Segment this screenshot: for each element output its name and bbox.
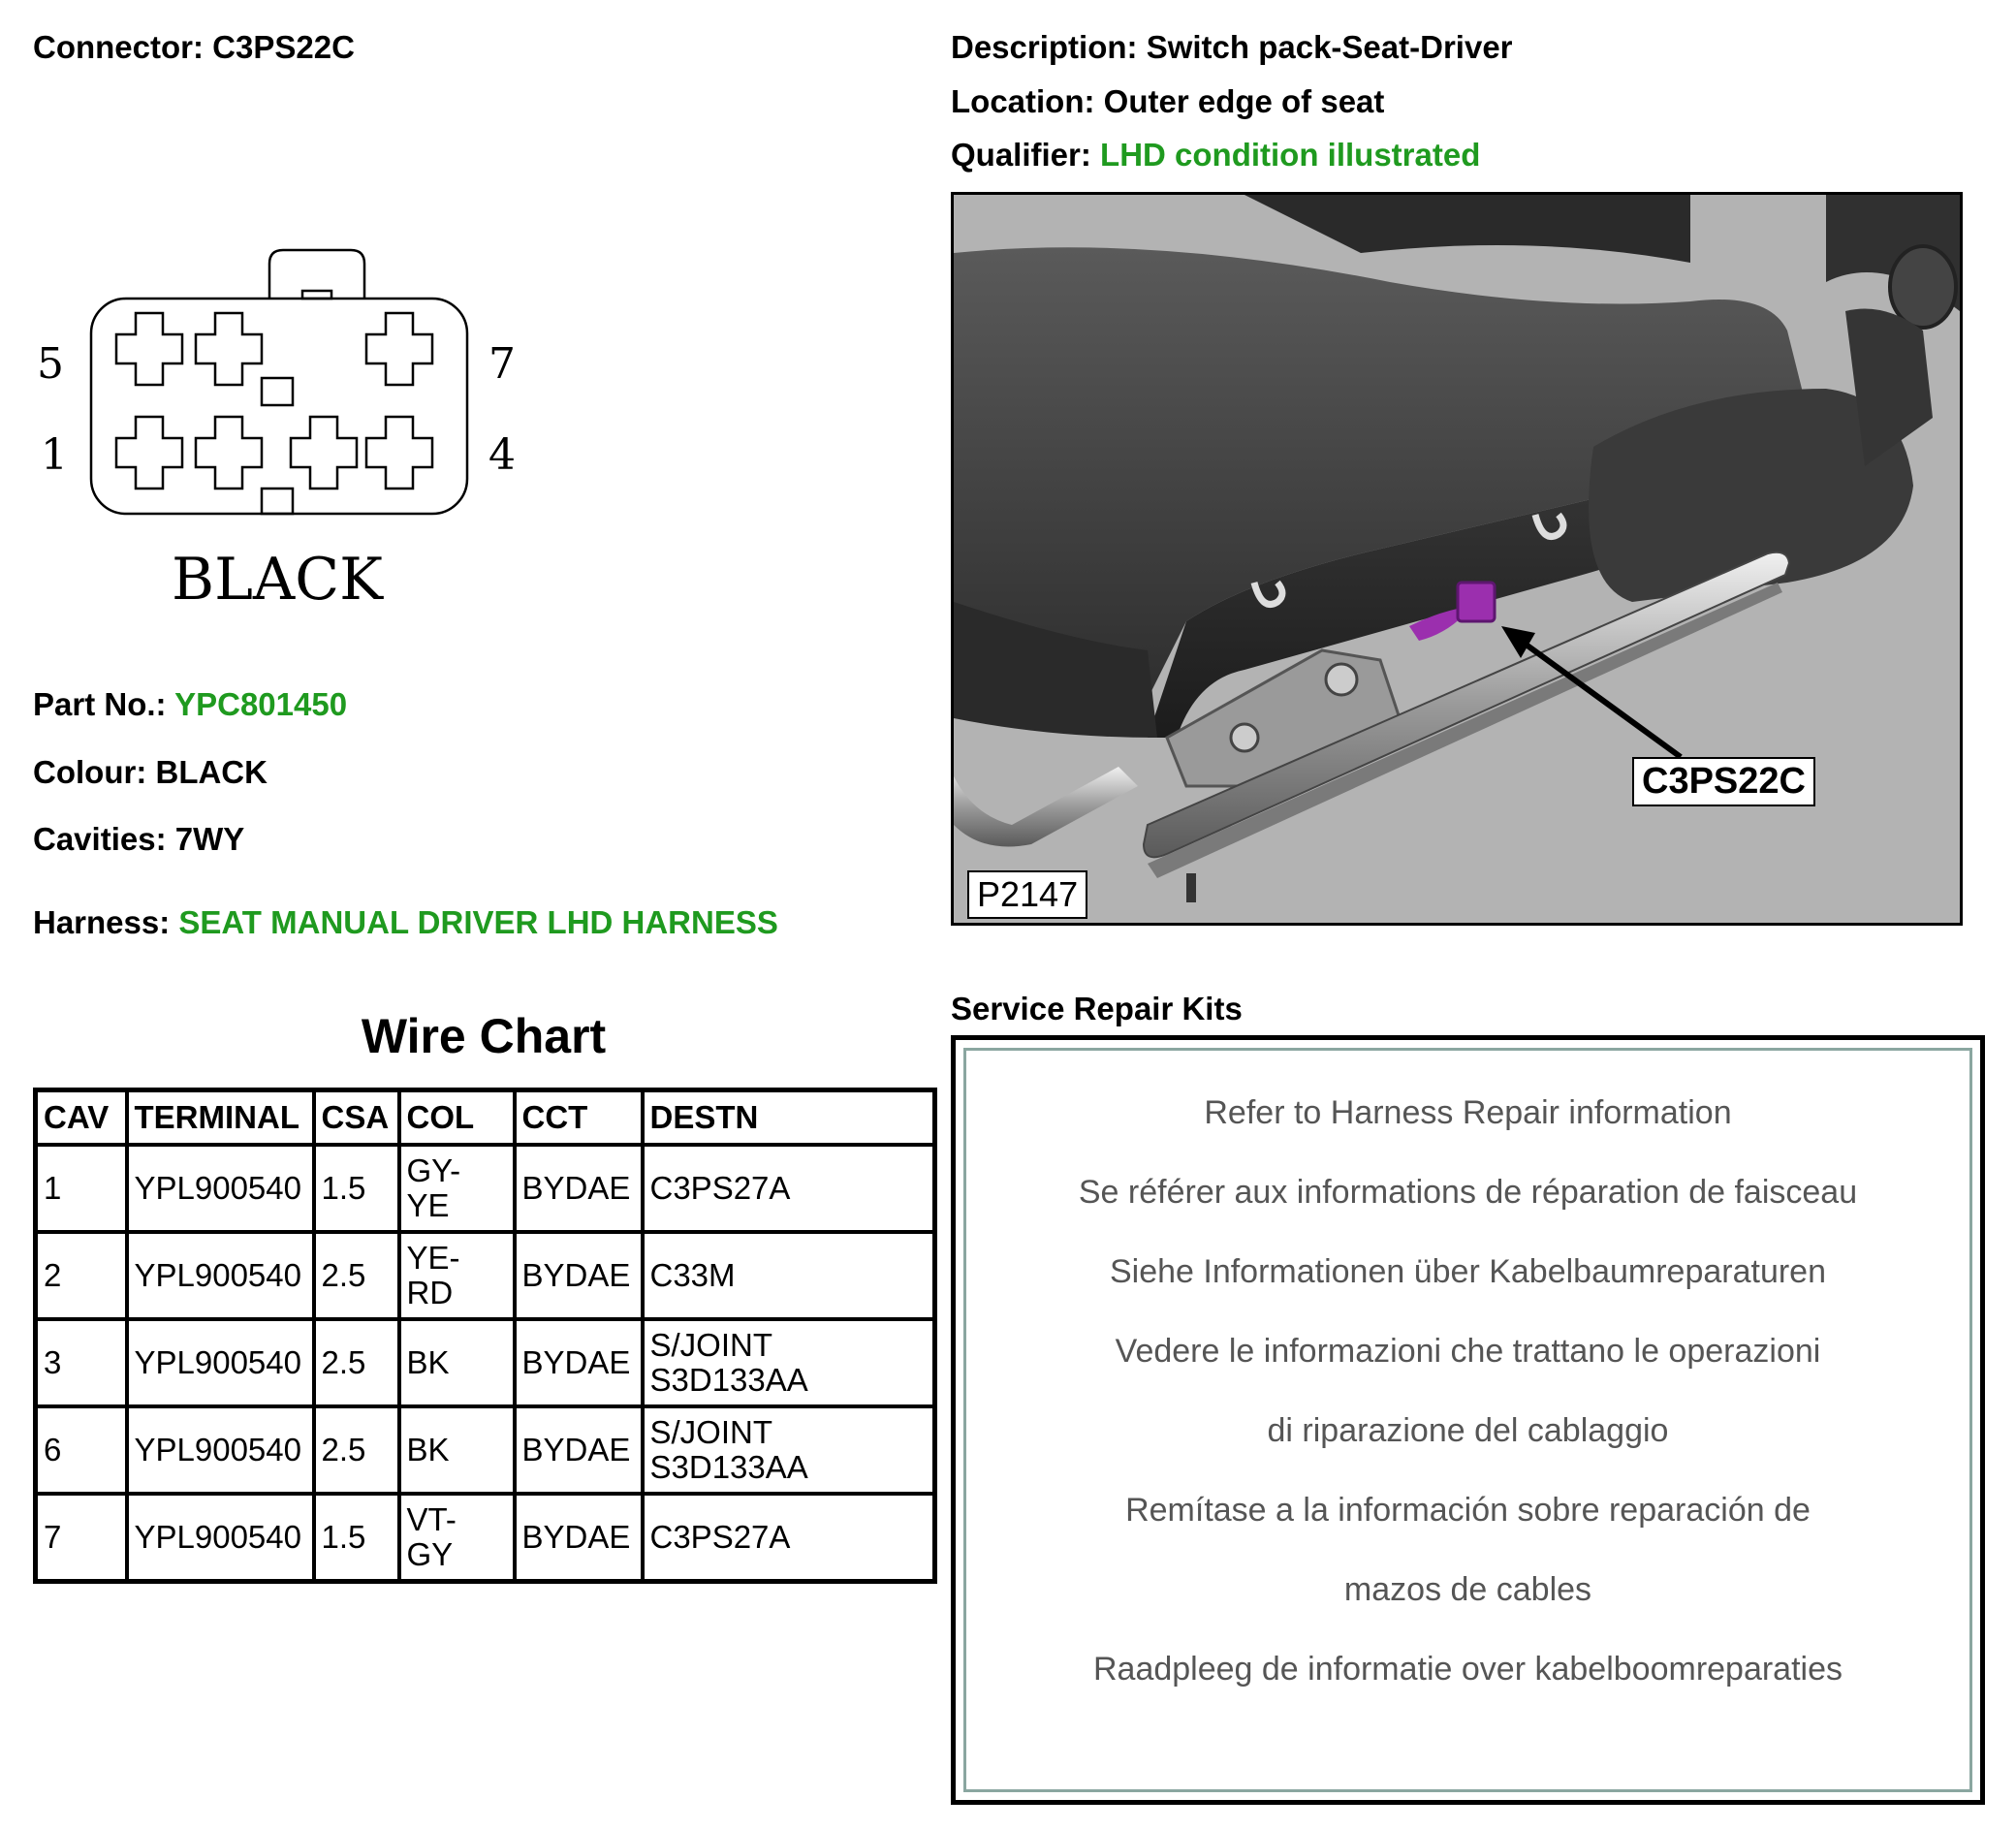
description-label: Description: xyxy=(951,29,1138,65)
service-repair-kits-title: Service Repair Kits xyxy=(951,991,1243,1026)
cell-csa: 1.5 xyxy=(311,1492,401,1584)
cell-csa: 2.5 xyxy=(311,1404,401,1496)
column-header-destn: DESTN xyxy=(640,1088,937,1147)
cell-terminal: YPL900540 xyxy=(124,1143,316,1234)
pin-label-4: 4 xyxy=(488,430,516,480)
connector-label: Connector: xyxy=(33,29,204,65)
kit-info-line: mazos de cables xyxy=(1343,1571,1592,1608)
cell-col: BK xyxy=(396,1317,517,1408)
harness-field: Harness: SEAT MANUAL DRIVER LHD HARNESS xyxy=(33,904,778,941)
location-field: Location: Outer edge of seat xyxy=(951,83,1384,120)
harness-label: Harness: xyxy=(33,904,171,940)
cell-destn: C3PS27A xyxy=(640,1492,937,1584)
cavities-label: Cavities: xyxy=(33,821,167,857)
kit-info-line: Vedere le informazioni che trattano le o… xyxy=(1115,1333,1821,1370)
pin-label-7: 7 xyxy=(488,339,516,389)
qualifier-value: LHD condition illustrated xyxy=(1100,137,1481,173)
column-header-cav: CAV xyxy=(33,1088,129,1147)
cell-cct: BYDAE xyxy=(512,1492,645,1584)
cell-terminal: YPL900540 xyxy=(124,1492,316,1584)
colour-label: Colour: xyxy=(33,754,147,790)
location-value: Outer edge of seat xyxy=(1103,83,1385,119)
cell-destn: C3PS27A xyxy=(640,1143,937,1234)
cell-csa: 2.5 xyxy=(311,1230,401,1321)
part-no-value: YPC801450 xyxy=(174,686,348,722)
column-header-csa: CSA xyxy=(311,1088,401,1147)
column-header-terminal: TERMINAL xyxy=(124,1088,316,1147)
service-repair-kits-box: Refer to Harness Repair information Se ré… xyxy=(951,1035,1985,1805)
part-no-field: Part No.: YPC801450 xyxy=(33,686,347,723)
photo-connector-callout: C3PS22C xyxy=(1632,757,1815,806)
location-label: Location: xyxy=(951,83,1095,119)
cell-csa: 1.5 xyxy=(311,1143,401,1234)
cell-terminal: YPL900540 xyxy=(124,1230,316,1321)
part-no-label: Part No.: xyxy=(33,686,167,722)
cell-col: BK xyxy=(396,1404,517,1496)
harness-value: SEAT MANUAL DRIVER LHD HARNESS xyxy=(178,904,778,940)
cavities-value: 7WY xyxy=(174,821,245,857)
cell-terminal: YPL900540 xyxy=(124,1317,316,1408)
cell-cct: BYDAE xyxy=(512,1317,645,1408)
kit-info-line: Remítase a la información sobre reparaci… xyxy=(1125,1492,1811,1529)
cell-terminal: YPL900540 xyxy=(124,1404,316,1496)
connector-face-diagram: 5 1 7 4 BLACK xyxy=(29,240,533,628)
description-value: Switch pack-Seat-Driver xyxy=(1146,29,1513,65)
pin-label-1: 1 xyxy=(41,430,68,480)
qualifier-field: Qualifier: LHD condition illustrated xyxy=(951,137,1480,174)
cell-cav: 3 xyxy=(33,1317,129,1408)
cell-cav: 7 xyxy=(33,1492,129,1584)
cell-col: GY-YE xyxy=(396,1143,517,1234)
connector-field: Connector: C3PS22C xyxy=(33,29,355,66)
cell-col: YE-RD xyxy=(396,1230,517,1321)
photo-figure-id: P2147 xyxy=(967,870,1088,919)
qualifier-label: Qualifier: xyxy=(951,137,1091,173)
cell-cct: BYDAE xyxy=(512,1230,645,1321)
colour-value: BLACK xyxy=(155,754,268,790)
pin-label-5: 5 xyxy=(37,339,64,389)
wire-chart-title: Wire Chart xyxy=(361,1009,607,1063)
kit-info-line: di riparazione del cablaggio xyxy=(1267,1412,1669,1449)
column-header-col: COL xyxy=(396,1088,517,1147)
kit-info-line: Se référer aux informations de réparatio… xyxy=(1078,1174,1858,1211)
cell-cav: 1 xyxy=(33,1143,129,1234)
cell-csa: 2.5 xyxy=(311,1317,401,1408)
service-repair-kits-inner: Refer to Harness Repair information Se ré… xyxy=(963,1048,1972,1792)
cell-cct: BYDAE xyxy=(512,1404,645,1496)
kit-info-line: Refer to Harness Repair information xyxy=(1204,1094,1732,1131)
kit-info-line: Siehe Informationen über Kabelbaumrepara… xyxy=(1109,1253,1827,1290)
kit-info-line: Raadpleeg de informatie over kabelboomre… xyxy=(1092,1651,1843,1688)
colour-field: Colour: BLACK xyxy=(33,754,268,791)
seat-location-photo: C3PS22C P2147 xyxy=(951,192,1963,926)
cell-col: VT-GY xyxy=(396,1492,517,1584)
cell-cav: 2 xyxy=(33,1230,129,1321)
description-field: Description: Switch pack-Seat-Driver xyxy=(951,29,1513,66)
connector-value: C3PS22C xyxy=(212,29,355,65)
cell-cct: BYDAE xyxy=(512,1143,645,1234)
connector-colour-caption: BLACK xyxy=(172,546,384,614)
column-header-cct: CCT xyxy=(512,1088,645,1147)
cavities-field: Cavities: 7WY xyxy=(33,821,244,858)
cell-destn: C33M xyxy=(640,1230,937,1321)
wire-chart-header-row: CAV TERMINAL CSA COL CCT DESTN xyxy=(33,1088,937,1147)
cell-cav: 6 xyxy=(33,1404,129,1496)
